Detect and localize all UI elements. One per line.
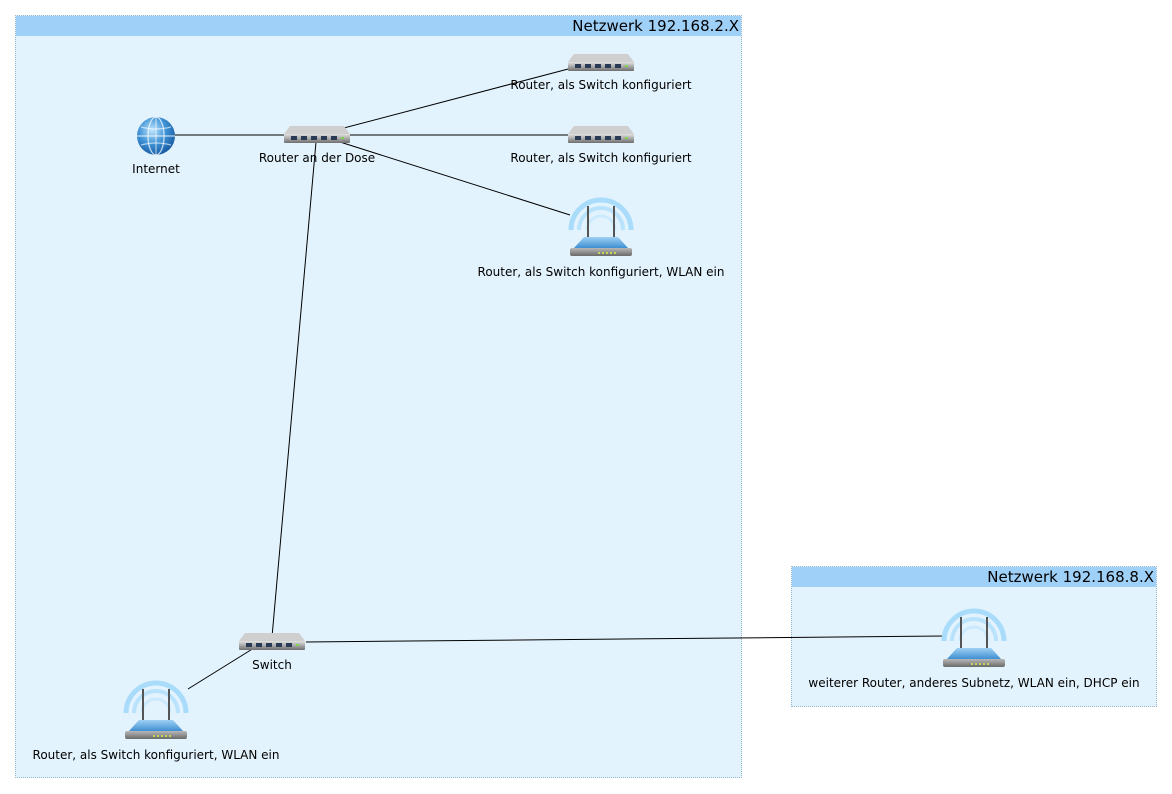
connection-router-switch-main	[271, 141, 317, 638]
node-label-wlan-top: Router, als Switch konfiguriert, WLAN ei…	[477, 265, 725, 279]
switch-icon	[568, 126, 634, 143]
connection-switch-wlan-bottom	[187, 647, 255, 690]
node-label-switch-main: Switch	[252, 658, 292, 672]
switch-main-node[interactable]	[237, 631, 307, 653]
wireless-router-icon	[568, 197, 634, 256]
node-label-router-dose: Router an der Dose	[258, 151, 376, 165]
node-label-internet: Internet	[132, 162, 180, 176]
globe-icon	[137, 116, 175, 156]
wlan-router-top-node[interactable]	[566, 190, 636, 260]
node-label-router-dhcp: weiterer Router, anderes Subnetz, WLAN e…	[808, 676, 1140, 690]
wireless-router-icon	[123, 680, 189, 739]
connection-router-switch-top1	[339, 67, 573, 130]
switch-icon	[239, 633, 305, 650]
switch-icon	[568, 54, 634, 71]
node-label-wlan-bottom: Router, als Switch konfiguriert, WLAN ei…	[32, 748, 280, 762]
node-label-switch-top2: Router, als Switch konfiguriert	[510, 151, 692, 165]
switch-top2-node[interactable]	[566, 124, 636, 146]
router-dhcp-node[interactable]	[939, 601, 1009, 671]
internet-node[interactable]	[135, 114, 177, 158]
wlan-router-bottom-node[interactable]	[121, 673, 191, 743]
network-group-title: Netzwerk 192.168.2.X	[16, 16, 741, 36]
wireless-router-icon	[941, 608, 1007, 667]
router-dose-node[interactable]	[282, 124, 352, 146]
connection-router-wlan-top	[339, 141, 571, 216]
network-group-title: Netzwerk 192.168.8.X	[792, 567, 1156, 587]
network-group-192-168-8: Netzwerk 192.168.8.X	[791, 566, 1157, 707]
connection-switch-router-dhcp	[305, 635, 945, 643]
switch-top1-node[interactable]	[566, 52, 636, 74]
switch-icon	[284, 126, 350, 143]
node-label-switch-top1: Router, als Switch konfiguriert	[510, 78, 692, 92]
